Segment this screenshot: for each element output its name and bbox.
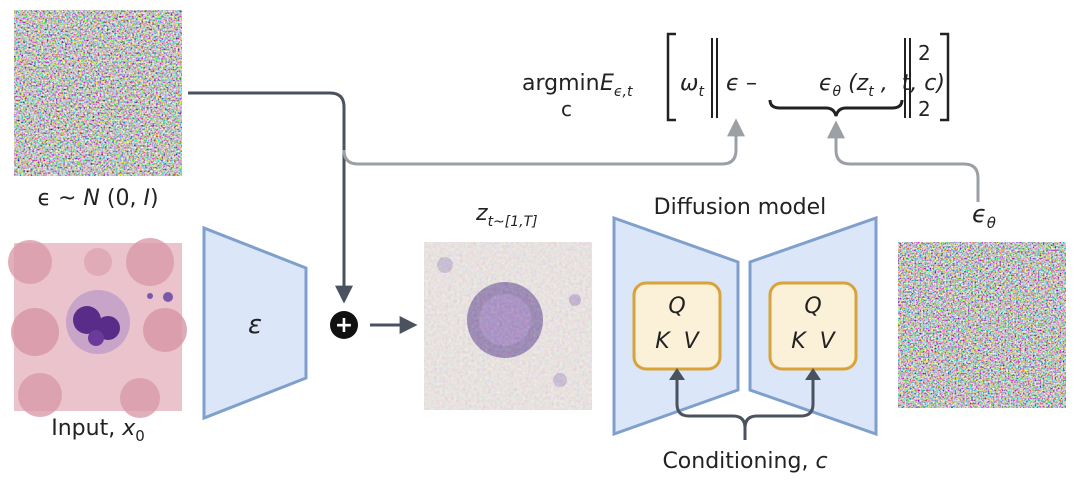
add-noise-node: +: [330, 311, 358, 339]
noise-to-loss-arrow: [342, 118, 745, 166]
attention-block-right: Q K V: [768, 281, 858, 371]
noise-label: ϵ ~ N (0, I): [37, 186, 158, 211]
encoder-block: [202, 225, 308, 421]
svg-text:ωt: ωt: [680, 71, 704, 100]
svg-text:2: 2: [918, 41, 931, 65]
svg-text:Eϵ,t: Eϵ,t: [600, 71, 633, 100]
noise-to-add-arrow: [188, 91, 353, 304]
noise-image: [14, 10, 182, 176]
prediction-to-loss-arrow: [827, 120, 980, 202]
svg-text:–: –: [746, 71, 757, 96]
diffusion-model-title: Diffusion model: [654, 195, 827, 220]
conditioning-arrows: [675, 374, 815, 440]
loss-formula: argmin c Eϵ,t ωt ϵ – ϵθ (zt , t, c) 2 2: [522, 32, 950, 122]
svg-text:K V: K V: [791, 329, 836, 354]
attention-block-left: Q K V: [632, 281, 722, 371]
svg-text:2: 2: [918, 97, 931, 121]
svg-text:Q: Q: [668, 294, 685, 319]
input-image: [8, 238, 187, 418]
encoder-symbol: ε: [248, 310, 262, 340]
input-label: Input, x0: [51, 416, 145, 445]
svg-text:K V: K V: [655, 329, 700, 354]
svg-text:+: +: [335, 313, 353, 338]
latent-image: [424, 242, 592, 410]
svg-text:argmin: argmin: [522, 71, 600, 96]
predicted-noise-image: [898, 242, 1066, 408]
conditioning-label: Conditioning, c: [662, 449, 827, 474]
svg-text:ϵ: ϵ: [726, 71, 740, 96]
svg-text:c: c: [561, 97, 572, 121]
latent-label: zt~[1,T]: [475, 201, 538, 230]
predicted-noise-label: ϵθ: [972, 200, 996, 232]
svg-text:Q: Q: [804, 294, 821, 319]
